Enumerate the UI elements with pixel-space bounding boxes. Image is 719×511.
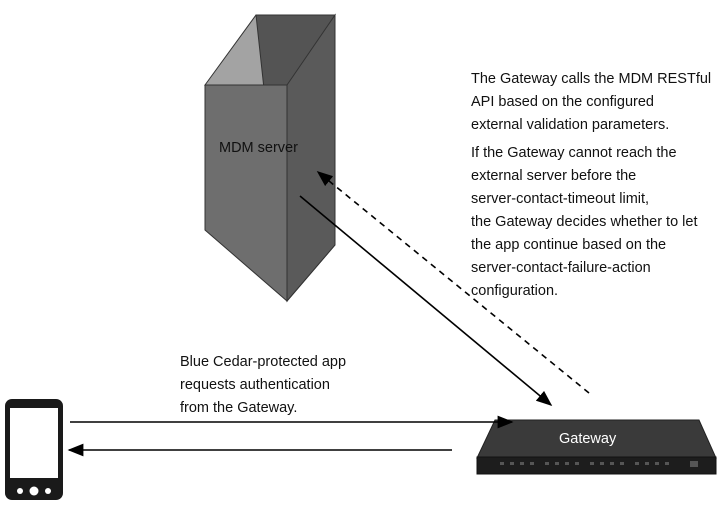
- mdm-call-annotation: The Gateway calls the MDM RESTful API ba…: [471, 68, 711, 137]
- mdm-to-gateway-arrow: [299, 195, 553, 407]
- mdm-server-label: MDM server: [219, 140, 298, 156]
- gateway-label: Gateway: [559, 431, 617, 447]
- annotation-line: If the Gateway cannot reach the: [471, 145, 677, 161]
- annotation-line: external validation parameters.: [471, 117, 670, 133]
- annotation-line: server-contact-failure-action: [471, 260, 651, 276]
- mdm-server-front: [204, 84, 288, 303]
- annotation-line: from the Gateway.: [180, 400, 298, 416]
- mdm-server-side-shade: [286, 13, 336, 303]
- annotation-line: configuration.: [471, 283, 559, 299]
- annotation-line: requests authentication: [180, 377, 330, 393]
- annotation-line: Blue Cedar-protected app: [180, 354, 347, 370]
- gateway-ports: [500, 461, 698, 467]
- gateway-front: [476, 456, 717, 475]
- gateway-appliance-shape: [476, 419, 717, 475]
- annotation-line: The Gateway calls the MDM RESTful: [471, 71, 712, 87]
- annotation-line: the Gateway decides whether to let: [471, 214, 698, 230]
- annotation-line: API based on the configured: [471, 94, 654, 110]
- gateway-to-mdm-arrow: [316, 170, 590, 394]
- annotation-line: external server before the: [471, 168, 637, 184]
- annotation-line: the app continue based on the: [471, 237, 667, 253]
- mdm-server-shape: [204, 13, 336, 303]
- mobile-phone-icon: [5, 399, 63, 500]
- app-request-annotation: Blue Cedar-protected app requests authen…: [180, 351, 346, 420]
- failure-annotation: If the Gateway cannot reach the external…: [471, 142, 698, 303]
- annotation-line: server-contact-timeout limit,: [471, 191, 650, 207]
